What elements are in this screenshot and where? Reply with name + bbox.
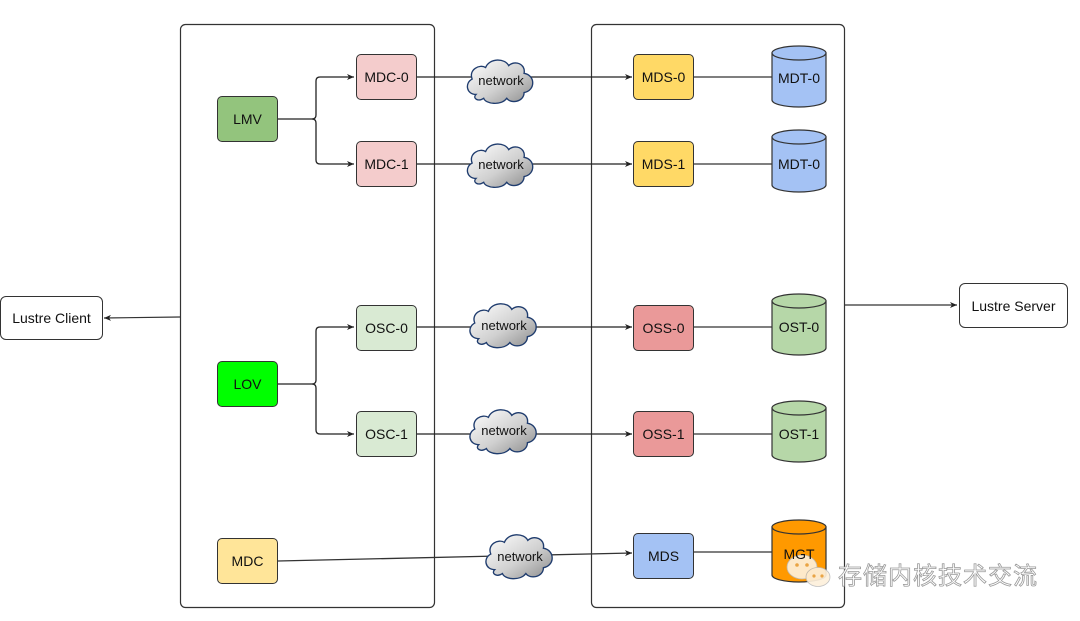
mdc0-node[interactable]: MDC-0 xyxy=(356,54,417,100)
edge-mdc-to-mds xyxy=(277,550,633,562)
mdc1-node[interactable]: MDC-1 xyxy=(356,141,417,187)
network-cloud-icon xyxy=(466,143,534,189)
edge-lov-fork xyxy=(278,324,354,437)
oss0-node[interactable]: OSS-0 xyxy=(633,305,694,351)
ost-cylinder-icon xyxy=(771,400,827,463)
wechat-icon xyxy=(786,554,831,587)
edge-client-group-to-lustre-client xyxy=(103,314,181,321)
mdt-cylinder-icon xyxy=(771,129,827,193)
network-cloud-icon xyxy=(485,534,553,580)
ost-cylinder-icon xyxy=(771,293,827,356)
oss1-node[interactable]: OSS-1 xyxy=(633,411,694,457)
network-cloud-icon xyxy=(466,59,534,105)
edge-lmv-fork xyxy=(278,74,354,167)
lmv-node[interactable]: LMV xyxy=(217,96,278,142)
lustre-client-box[interactable]: Lustre Client xyxy=(0,296,103,340)
watermark-text: 存储内核技术交流 xyxy=(838,562,1038,591)
client-group-frame xyxy=(179,23,436,609)
mdt-cylinder-icon xyxy=(771,45,827,108)
mdc-node[interactable]: MDC xyxy=(217,538,278,584)
mds0-node[interactable]: MDS-0 xyxy=(633,54,694,100)
lustre-server-box[interactable]: Lustre Server xyxy=(959,283,1068,328)
mds1-node[interactable]: MDS-1 xyxy=(633,141,694,187)
network-cloud-icon xyxy=(469,303,537,349)
network-cloud-icon xyxy=(469,409,537,455)
server-group-frame xyxy=(590,23,846,609)
osc0-node[interactable]: OSC-0 xyxy=(356,305,417,351)
lov-node[interactable]: LOV xyxy=(217,361,278,407)
mds-node[interactable]: MDS xyxy=(633,533,694,579)
osc1-node[interactable]: OSC-1 xyxy=(356,411,417,457)
